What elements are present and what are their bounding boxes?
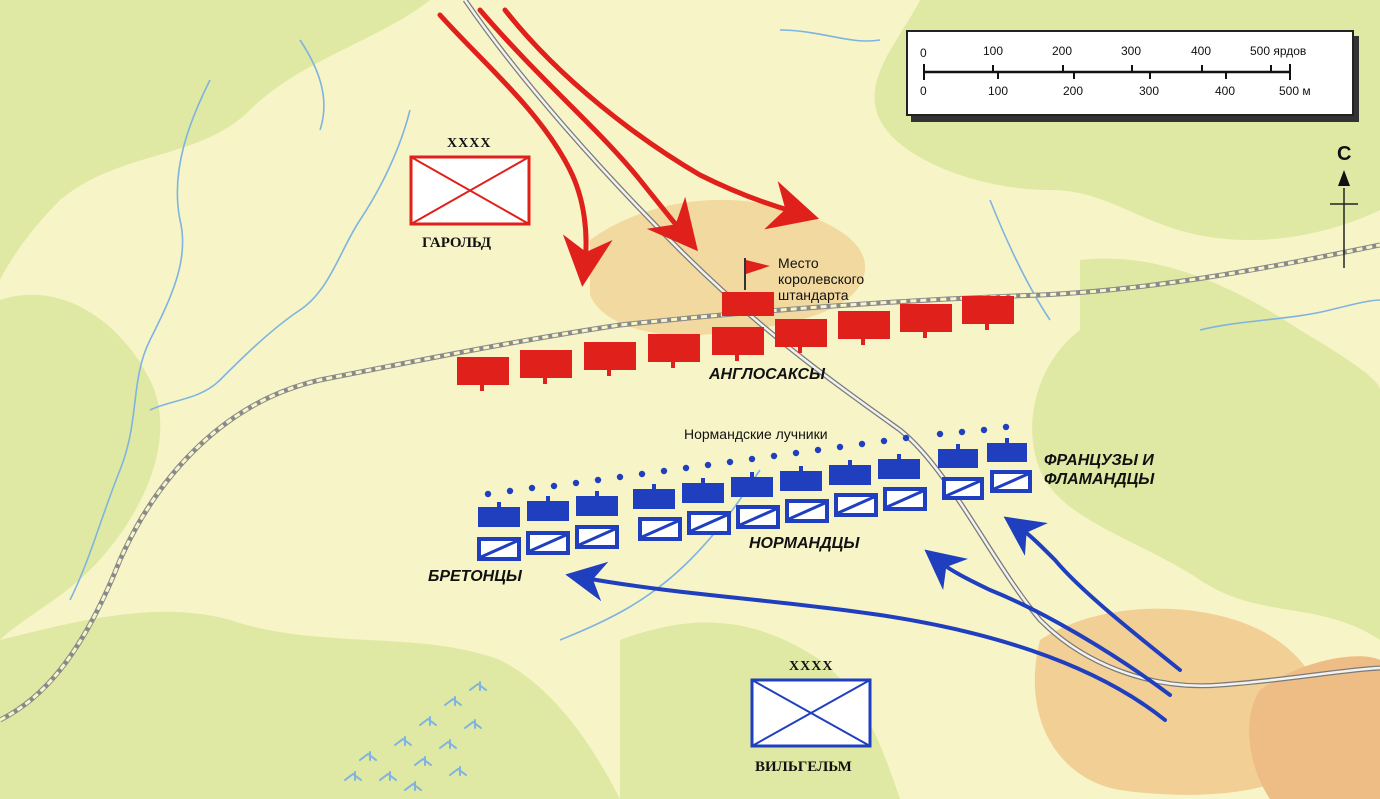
lowland-patch xyxy=(0,0,430,280)
army-unit xyxy=(576,491,618,516)
lowland-patch xyxy=(1032,258,1380,640)
cavalry-unit xyxy=(687,511,731,535)
anglo-saxons-label: АНГЛОСАКСЫ xyxy=(709,366,826,383)
cavalry-unit xyxy=(575,525,619,549)
cavalry-unit xyxy=(883,487,927,511)
royal-guard-unit xyxy=(722,292,774,316)
norman-archers xyxy=(484,423,1010,498)
william-hq-symbol xyxy=(750,678,872,748)
scale-label-meters: 0 xyxy=(920,84,927,98)
road xyxy=(462,0,1380,689)
bretons-label: БРЕТОНЦЫ xyxy=(428,568,522,585)
norman-cavalry xyxy=(477,470,1032,561)
harold-hq-symbol xyxy=(409,155,531,226)
royal-standard-label: Место королевского штандарта xyxy=(778,255,865,304)
flag-icon xyxy=(744,258,770,290)
cavalry-unit xyxy=(834,493,878,517)
norman-archers-label: Нормандские лучники xyxy=(684,426,828,442)
army-unit xyxy=(878,454,920,479)
army-unit xyxy=(527,496,569,521)
army-unit xyxy=(712,327,764,361)
scale-label-yards: 500 ярдов xyxy=(1250,44,1307,58)
army-unit xyxy=(829,460,871,485)
army-unit xyxy=(900,304,952,338)
army-unit xyxy=(780,466,822,491)
harold-name-label: ГАРОЛЬД xyxy=(422,235,492,251)
scale-label-yards: 300 xyxy=(1121,44,1142,58)
scale-bar: 0 100 200 300 400 500 ярдов 0 100 200 30… xyxy=(906,30,1354,116)
cavalry-unit xyxy=(785,499,829,523)
william-echelon-label: XXXX xyxy=(789,659,834,674)
cavalry-unit xyxy=(736,505,780,529)
army-unit xyxy=(731,472,773,497)
scale-label-meters: 400 xyxy=(1215,84,1236,98)
north-arrow-icon xyxy=(1330,170,1358,268)
william-name-label: ВИЛЬГЕЛЬМ xyxy=(755,759,852,775)
norman-infantry xyxy=(478,438,1027,527)
army-unit xyxy=(633,484,675,509)
cavalry-unit xyxy=(990,470,1032,493)
army-unit xyxy=(938,444,978,468)
french-flemish-label: ФРАНЦУЗЫ И ФЛАМАНДЦЫ xyxy=(1044,452,1155,489)
scale-label-yards: 400 xyxy=(1191,44,1212,58)
lowland-patch xyxy=(0,294,161,640)
lowland-patch xyxy=(0,611,620,799)
marsh xyxy=(344,681,487,791)
army-unit xyxy=(478,502,520,527)
army-unit xyxy=(682,478,724,503)
norman-advance-arrows xyxy=(565,516,1182,722)
army-unit xyxy=(775,319,827,353)
army-unit xyxy=(962,296,1014,330)
streams xyxy=(69,29,1380,641)
army-unit xyxy=(457,357,509,391)
cavalry-unit xyxy=(477,537,521,561)
normans-label: НОРМАНДЦЫ xyxy=(749,535,860,552)
scale-label-meters: 200 xyxy=(1063,84,1084,98)
army-unit xyxy=(648,334,700,368)
track xyxy=(0,242,1380,723)
army-unit xyxy=(987,438,1027,462)
scale-label-meters: 500 м xyxy=(1279,84,1311,98)
harold-echelon-label: XXXX xyxy=(447,136,492,151)
cavalry-unit xyxy=(526,531,570,555)
army-unit xyxy=(838,311,890,345)
scale-label-yards: 0 xyxy=(920,46,927,60)
north-label: С xyxy=(1337,143,1352,165)
cavalry-unit xyxy=(638,517,682,541)
army-unit xyxy=(584,342,636,376)
scale-label-meters: 100 xyxy=(988,84,1009,98)
anglo-saxon-line xyxy=(457,292,1014,391)
english-advance-arrows xyxy=(437,7,820,287)
scale-label-yards: 100 xyxy=(983,44,1004,58)
hill xyxy=(1249,656,1380,799)
scale-label-yards: 200 xyxy=(1052,44,1073,58)
scale-label-meters: 300 xyxy=(1139,84,1160,98)
army-unit xyxy=(520,350,572,384)
cavalry-unit xyxy=(942,477,984,500)
scale-ruler xyxy=(923,64,1291,80)
